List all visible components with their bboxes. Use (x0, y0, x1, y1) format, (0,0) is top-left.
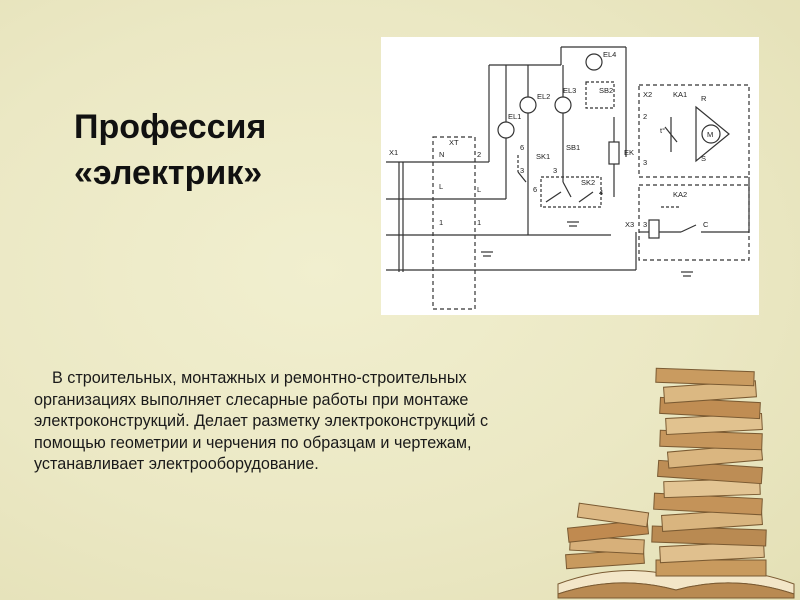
label-2: 2 (643, 112, 647, 121)
book-stack-icon (557, 367, 795, 599)
label-x3: X3 (625, 220, 634, 229)
label-r: R (701, 94, 707, 103)
label-c: C (703, 220, 709, 229)
label-n1: N (439, 150, 444, 159)
label-4: 4 (599, 188, 603, 197)
label-x2: X2 (643, 90, 652, 99)
label-s: S (701, 154, 706, 163)
label-sb1: SB1 (566, 143, 580, 152)
label-3b: 3 (553, 166, 557, 175)
label-ek: EK (624, 148, 634, 157)
label-3c: 3 (643, 158, 647, 167)
label-ka2: KA2 (673, 190, 687, 199)
books-illustration (548, 362, 800, 600)
profession-description: В строительных, монтажных и ремонтно-стр… (34, 369, 489, 474)
title-line-1: Профессия (74, 108, 267, 146)
label-6b: 6 (533, 185, 537, 194)
label-el3: EL3 (563, 86, 576, 95)
label-l1: L (439, 182, 443, 191)
label-xt: XT (449, 138, 459, 147)
label-3d: 3 (643, 220, 647, 229)
label-el1: EL1 (508, 112, 521, 121)
label-t: t° (660, 126, 665, 135)
label-sk2: SK2 (581, 178, 595, 187)
title-line-2: «электрик» (74, 154, 263, 192)
label-ka1: KA1 (673, 90, 687, 99)
label-one2: 1 (477, 218, 481, 227)
label-x1: X1 (389, 148, 398, 157)
label-l2: L (477, 185, 481, 194)
slide-title: Профессия «электрик» (74, 104, 374, 196)
label-one1: 1 (439, 218, 443, 227)
schematic-drawing: X1 XT N 2 L L 1 1 EL1 EL2 EL3 EL4 SB1 SB… (386, 46, 750, 310)
label-el4: EL4 (603, 50, 616, 59)
label-el2: EL2 (537, 92, 550, 101)
label-sk1: SK1 (536, 152, 550, 161)
electrical-schematic: X1 XT N 2 L L 1 1 EL1 EL2 EL3 EL4 SB1 SB… (381, 37, 759, 315)
label-n2: 2 (477, 150, 481, 159)
label-m: M (707, 130, 713, 139)
label-6a: 6 (520, 143, 524, 152)
label-3a: 3 (520, 166, 524, 175)
label-sb2: SB2 (599, 86, 613, 95)
